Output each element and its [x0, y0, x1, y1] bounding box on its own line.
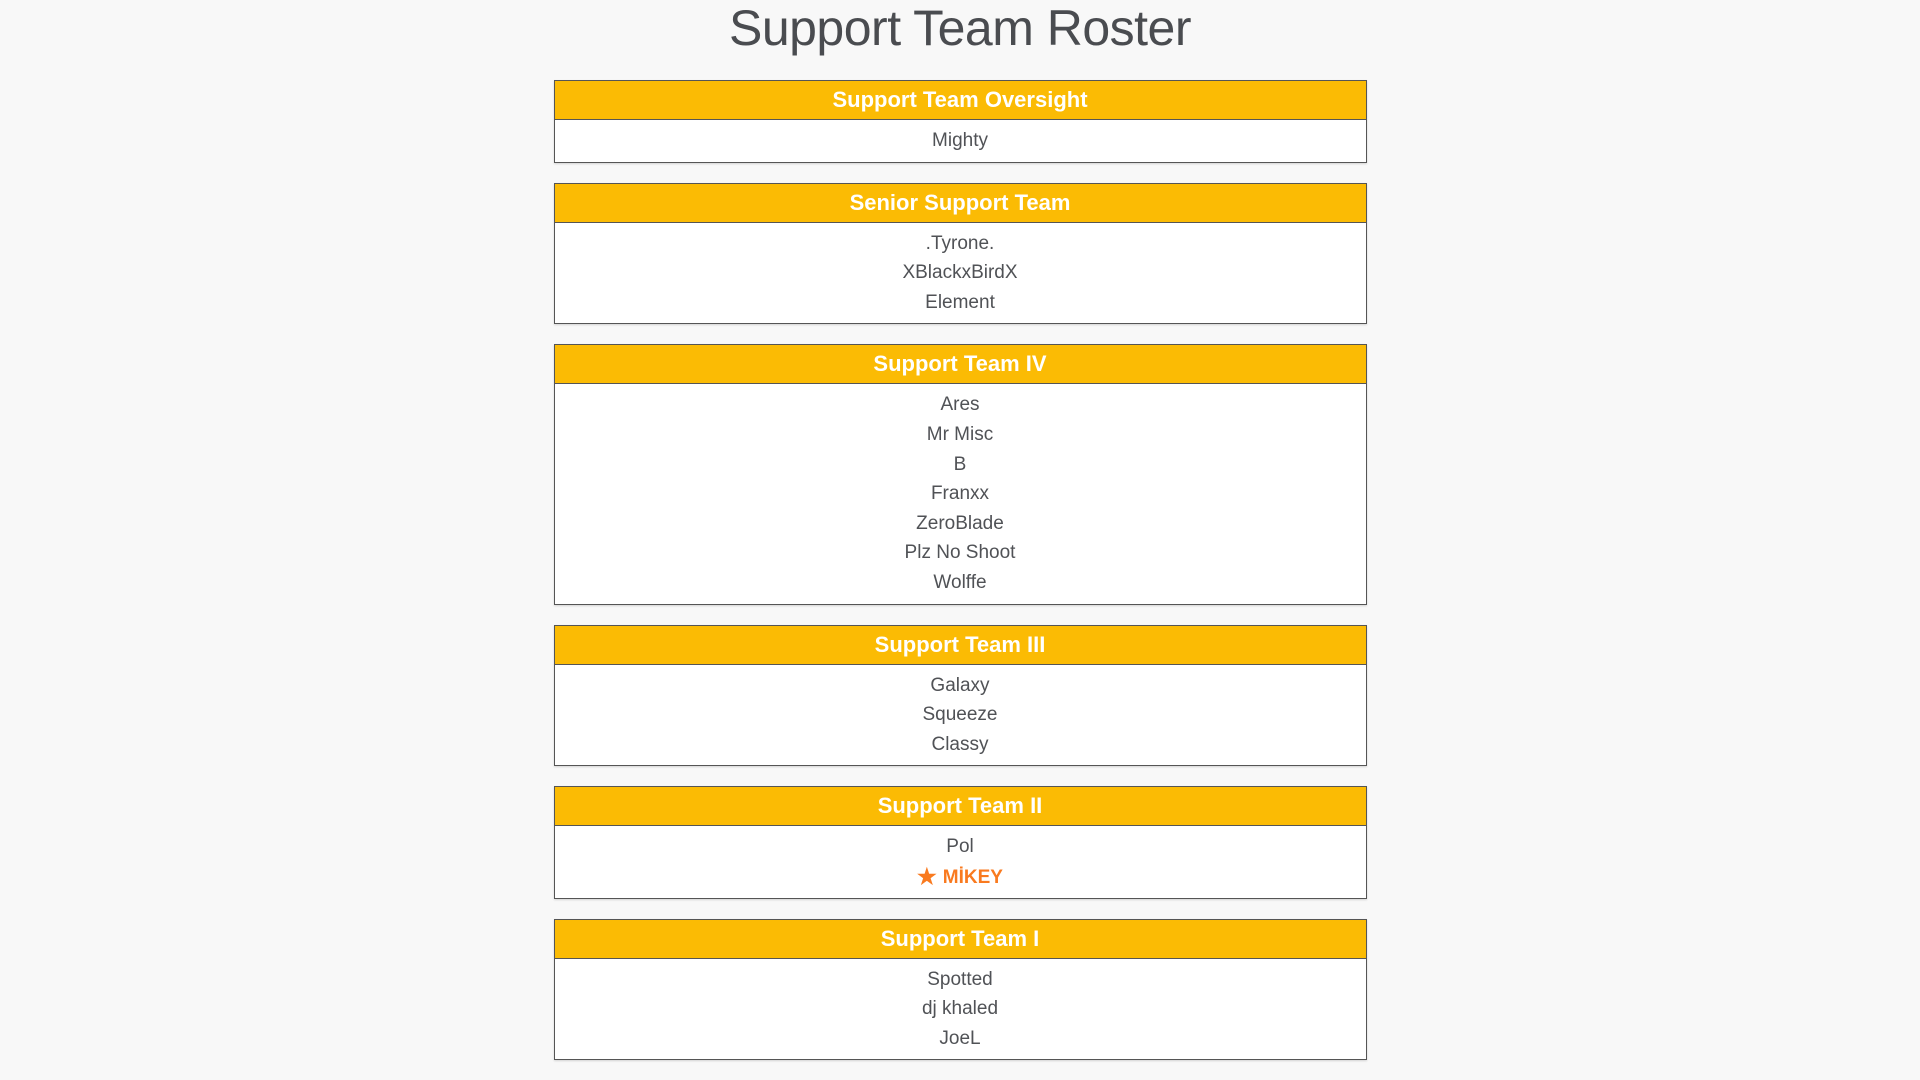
member-name: Spotted: [927, 968, 993, 990]
team-header: Support Team II: [554, 787, 1366, 827]
member-name: Mighty: [932, 130, 988, 151]
member-name: Mr Misc: [926, 423, 994, 445]
team-header: Support Team Oversight: [554, 81, 1366, 120]
member-name: Franxx: [930, 483, 990, 505]
team-member: Franxx: [555, 479, 1366, 509]
team-member: XBlackxBirdX: [555, 258, 1366, 288]
team-member: Squeeze: [555, 700, 1366, 730]
team-member: Ares: [555, 390, 1366, 420]
team-card: Support Team II Pol ★MİKEY: [553, 786, 1367, 899]
member-name: MİKEY: [942, 866, 1003, 888]
member-name: Pol: [946, 836, 974, 858]
team-member: dj khaled: [555, 994, 1366, 1024]
team-member: .Tyrone.: [555, 229, 1366, 259]
member-name: .Tyrone.: [925, 232, 995, 254]
team-member: ★MİKEY: [555, 862, 1366, 892]
member-name: dj khaled: [921, 998, 999, 1020]
team-member: ZeroBlade: [555, 509, 1366, 539]
team-member: Galaxy: [555, 671, 1366, 701]
team-member: Spotted: [555, 965, 1366, 995]
member-name: Squeeze: [922, 704, 998, 726]
team-member: Element: [555, 288, 1366, 318]
member-name: Classy: [931, 733, 989, 755]
member-name: Plz No Shoot: [904, 542, 1016, 564]
member-name: ZeroBlade: [916, 512, 1004, 534]
team-member: B: [555, 450, 1366, 480]
page-title: Support Team Roster: [728, 0, 1192, 56]
member-name: XBlackxBirdX: [902, 262, 1018, 284]
member-name: JoeL: [939, 1027, 981, 1049]
team-member: Mighty: [555, 126, 1366, 156]
member-name: Ares: [940, 394, 980, 416]
star-icon: ★: [917, 863, 937, 889]
team-member: Wolffe: [555, 568, 1366, 598]
team-member: JoeL: [555, 1024, 1366, 1054]
team-member: Mr Misc: [555, 420, 1366, 450]
team-header: Senior Support Team: [554, 183, 1366, 223]
member-name: B: [953, 453, 967, 475]
team-header: Support Team I: [554, 919, 1366, 959]
team-header: Support Team IV: [554, 345, 1366, 385]
team-member: Classy: [555, 730, 1366, 760]
team-members: Mighty: [555, 120, 1366, 162]
team-members: Pol ★MİKEY: [555, 826, 1366, 897]
team-header: Support Team III: [554, 625, 1366, 665]
member-name: Wolffe: [933, 571, 987, 593]
team-member: Plz No Shoot: [555, 538, 1366, 568]
team-card: Senior Support Team .Tyrone. XBlackxBirdX E…: [553, 182, 1367, 325]
member-name: Element: [925, 291, 995, 313]
team-member: Pol: [555, 832, 1366, 862]
member-name: Galaxy: [930, 674, 990, 696]
team-members: .Tyrone. XBlackxBirdX Element: [555, 223, 1366, 324]
